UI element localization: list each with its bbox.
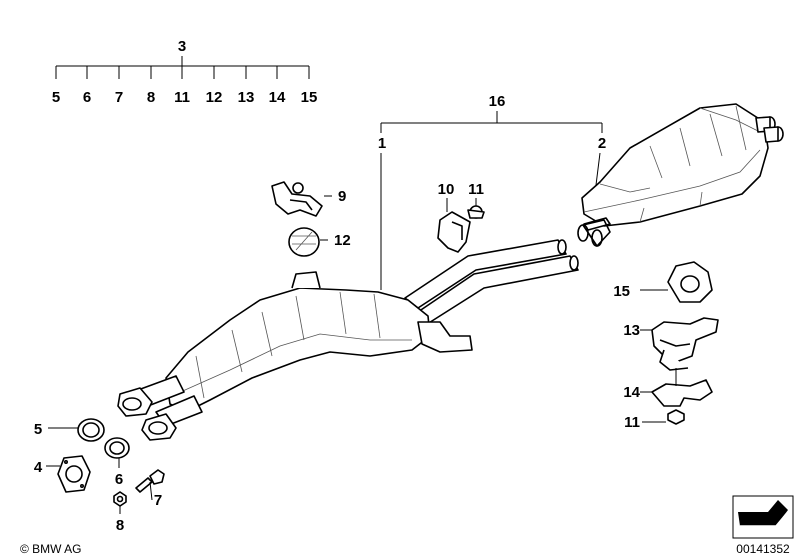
rubber-ring-part-15: 15	[613, 261, 713, 303]
kit-3-item: 5	[52, 89, 60, 106]
kit-3-item: 11	[174, 89, 190, 106]
callout-11-lower: 11	[624, 414, 640, 431]
copyright-text: © BMW AG	[20, 542, 82, 556]
kit-3-item: 14	[269, 89, 286, 106]
callout-1: 1	[378, 135, 386, 152]
callout-16: 16	[489, 93, 506, 110]
kit-3-item: 6	[83, 89, 91, 106]
callout-10: 10	[438, 181, 455, 198]
callout-14: 14	[623, 384, 640, 401]
callout-4: 4	[34, 459, 43, 476]
page-corner-icon	[732, 495, 794, 539]
clamp-part-9: 9	[271, 181, 346, 217]
kit-3-item: 13	[238, 89, 255, 106]
flange-part-4: 4	[34, 455, 91, 493]
centre-silencer	[165, 271, 473, 413]
callout-15: 15	[613, 283, 630, 300]
group-16-bracket: 16 1 2	[378, 93, 606, 290]
callout-8: 8	[116, 517, 124, 534]
kit-3-item: 8	[147, 89, 155, 106]
gasket-ring-part-5: 5	[34, 418, 105, 442]
kit-3-item: 12	[206, 89, 223, 106]
bracket-part-10: 10 11	[437, 181, 485, 253]
callout-13: 13	[623, 322, 640, 339]
intermediate-pipes	[404, 239, 579, 327]
bolt-part-7: 7	[135, 469, 165, 509]
reference-number: 00141352	[736, 542, 790, 556]
rear-silencer	[577, 103, 784, 247]
callout-7: 7	[154, 492, 162, 509]
gasket-ring-part-6: 6	[104, 437, 130, 488]
callout-11-upper: 11	[468, 181, 484, 198]
front-pipes	[117, 375, 203, 441]
callout-5: 5	[34, 421, 42, 438]
callout-9: 9	[338, 188, 346, 205]
bracket-part-13: 13	[623, 317, 719, 371]
rubber-mount-part-12: 12	[288, 227, 351, 257]
kit-3-item: 7	[115, 89, 123, 106]
callout-6: 6	[115, 471, 123, 488]
callout-3: 3	[178, 38, 186, 55]
callout-2: 2	[598, 135, 606, 152]
kit-3-bracket: 3 5 6 7 8 11 12 13 14 15	[52, 38, 318, 106]
bracket-part-14: 14 11	[623, 368, 713, 431]
nut-part-8: 8	[113, 491, 127, 534]
kit-3-item: 15	[301, 89, 318, 106]
callout-12: 12	[334, 232, 351, 249]
